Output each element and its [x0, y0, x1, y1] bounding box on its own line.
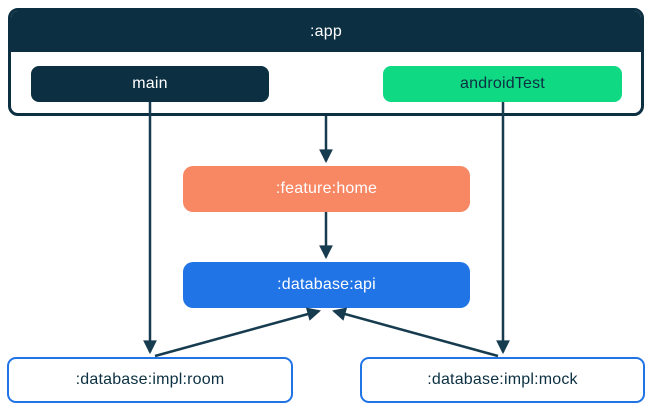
node-feature-home: :feature:home	[183, 166, 470, 212]
node-database-impl-mock-label: :database:impl:mock	[427, 371, 578, 388]
node-database-api: :database:api	[183, 262, 470, 308]
edge-impl-mock-to-database-api	[332, 307, 499, 358]
source-set-main: main	[31, 66, 269, 102]
edge-impl-room-to-database-api	[154, 307, 321, 358]
source-set-main-label: main	[132, 75, 168, 92]
source-set-androidtest-label: androidTest	[460, 75, 545, 92]
app-module-label: :app	[310, 22, 342, 40]
app-module-container: :app main androidTest	[8, 8, 644, 116]
node-feature-home-label: :feature:home	[275, 180, 378, 197]
node-database-api-label: :database:api	[277, 276, 376, 293]
node-database-impl-mock: :database:impl:mock	[360, 357, 645, 403]
app-module-header: :app	[11, 11, 641, 52]
source-set-androidtest: androidTest	[383, 66, 622, 102]
node-database-impl-room-label: :database:impl:room	[75, 371, 225, 388]
node-database-impl-room: :database:impl:room	[7, 357, 293, 403]
